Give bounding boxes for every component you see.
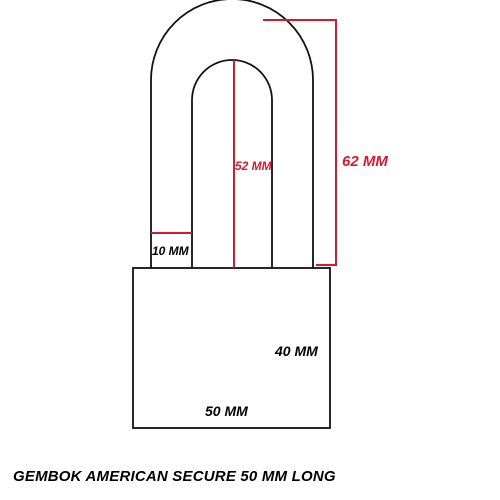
shackle-inner-outline — [191, 59, 273, 268]
lock-body — [132, 267, 331, 429]
shackle-height-dimension-line — [263, 19, 337, 266]
thickness-label: 10 MM — [152, 244, 190, 258]
product-caption: GEMBOK AMERICAN SECURE 50 MM LONG — [13, 468, 336, 485]
body-height-label: 40 MM — [274, 343, 318, 359]
shackle-height-label: 62 MM — [342, 153, 388, 170]
shackle-outer-outline — [150, 0, 314, 268]
body-width-label: 50 MM — [205, 403, 248, 419]
inner-clearance-label: 52 MM — [235, 159, 273, 173]
